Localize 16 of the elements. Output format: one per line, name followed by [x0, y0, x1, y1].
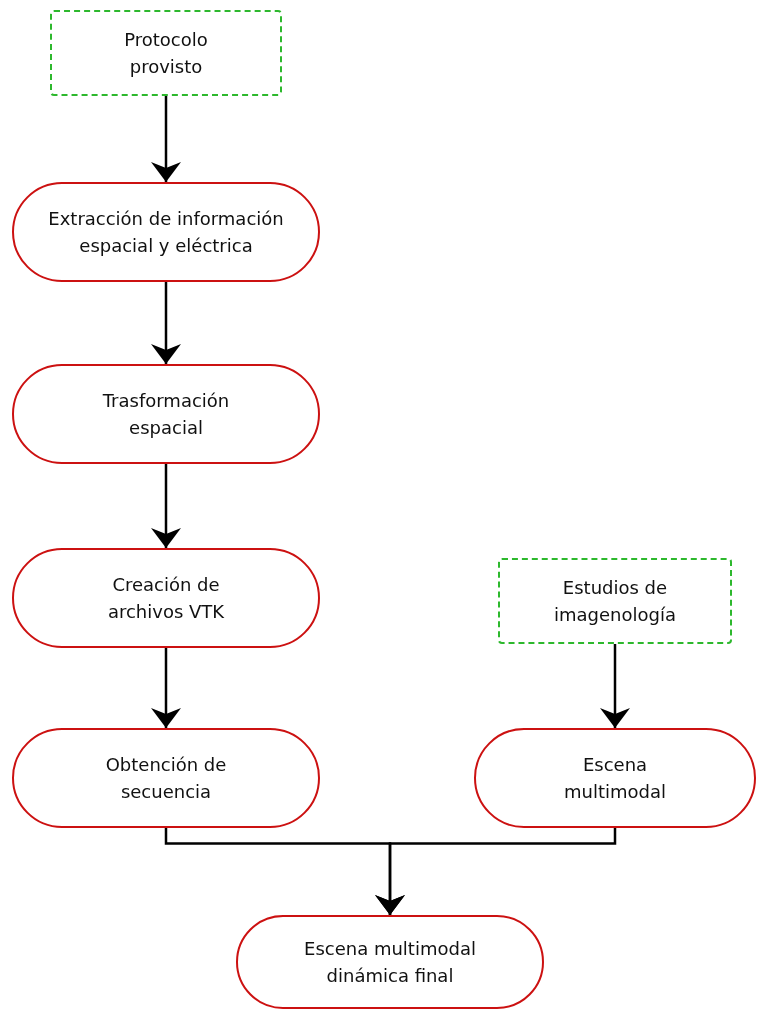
arrow	[600, 644, 630, 728]
node-label: Extracción de información espacial y eléctrica	[47, 207, 285, 258]
arrow	[151, 464, 181, 548]
arrow	[151, 282, 181, 364]
input-box	[50, 10, 282, 96]
node-label: Escena multimodal dinámica final	[303, 937, 477, 988]
arrow	[151, 648, 181, 728]
node-label: Creación de archivos VTK	[106, 573, 226, 624]
arrow	[151, 96, 181, 182]
arrow	[375, 828, 617, 915]
node-label: Obtención de secuencia	[104, 753, 228, 804]
node-label: Estudios de imagenología	[553, 576, 677, 627]
input-box	[498, 558, 732, 644]
node-label: Escena multimodal	[563, 753, 667, 804]
node-label: Trasformación espacial	[101, 389, 231, 440]
node-label: Protocolo provisto	[123, 28, 209, 79]
